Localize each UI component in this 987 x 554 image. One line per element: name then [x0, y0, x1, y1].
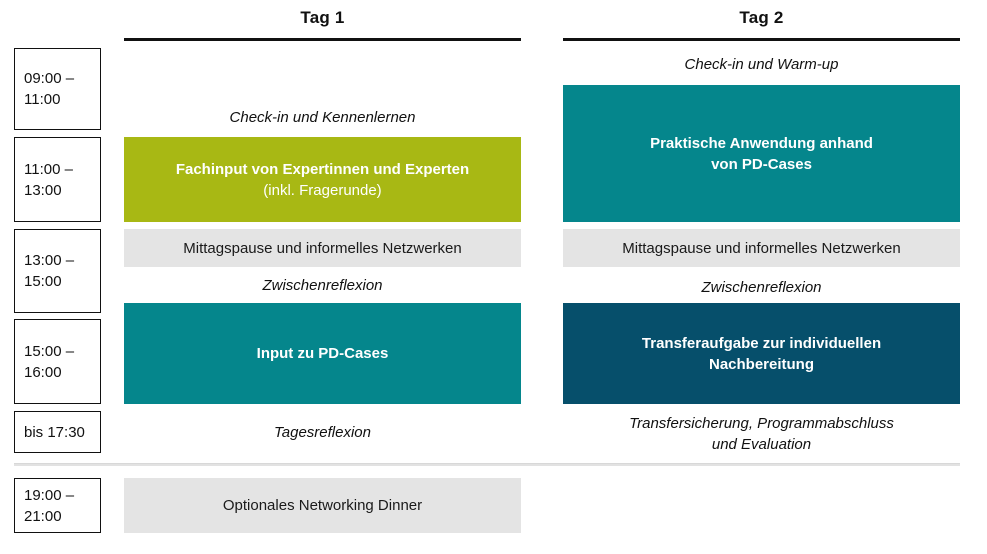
day1-fachinput-block: Fachinput von Expertinnen und Experten (… [124, 137, 521, 222]
day2-praktische-anwendung-block: Praktische Anwendung anhand von PD-Cases [563, 85, 960, 222]
time-slot-1900-2100: 19:00 – 21:00 [14, 478, 101, 533]
day2-lunch-block: Mittagspause und informelles Netzwerken [563, 229, 960, 267]
day2-header-rule [563, 38, 960, 41]
time-slot-1500-1600: 15:00 – 16:00 [14, 319, 101, 404]
day2-checkin-label: Check-in und Warm-up [684, 55, 839, 73]
evening-dinner-block: Optionales Networking Dinner [124, 478, 521, 533]
day1-zwischenreflexion-label: Zwischenreflexion [262, 276, 383, 294]
day2-header: Tag 2 [739, 8, 784, 27]
day1-header-rule [124, 38, 521, 41]
evening-section-divider [14, 463, 960, 466]
day1-input-pd-cases-block: Input zu PD-Cases [124, 303, 521, 404]
day1-fachinput-subtitle: (inkl. Fragerunde) [263, 181, 382, 199]
day1-fachinput-title: Fachinput von Expertinnen und Experten [175, 160, 470, 178]
day2-transferaufgabe-block: Transferaufgabe zur individuellen Nachbe… [563, 303, 960, 404]
day1-header: Tag 1 [300, 8, 345, 27]
time-slot-1100-1300: 11:00 – 13:00 [14, 137, 101, 222]
time-slot-bis-1730: bis 17:30 [14, 411, 101, 453]
day2-abschluss-label: Transfersicherung, Programmabschluss und… [629, 415, 894, 453]
time-slot-0900-1100: 09:00 – 11:00 [14, 48, 101, 130]
day2-zwischenreflexion-label: Zwischenreflexion [701, 278, 822, 296]
time-slot-1300-1500: 13:00 – 15:00 [14, 229, 101, 313]
day1-checkin-label: Check-in und Kennenlernen [229, 108, 416, 126]
day1-tagesreflexion-label: Tagesreflexion [273, 423, 371, 441]
day1-lunch-block: Mittagspause und informelles Netzwerken [124, 229, 521, 267]
